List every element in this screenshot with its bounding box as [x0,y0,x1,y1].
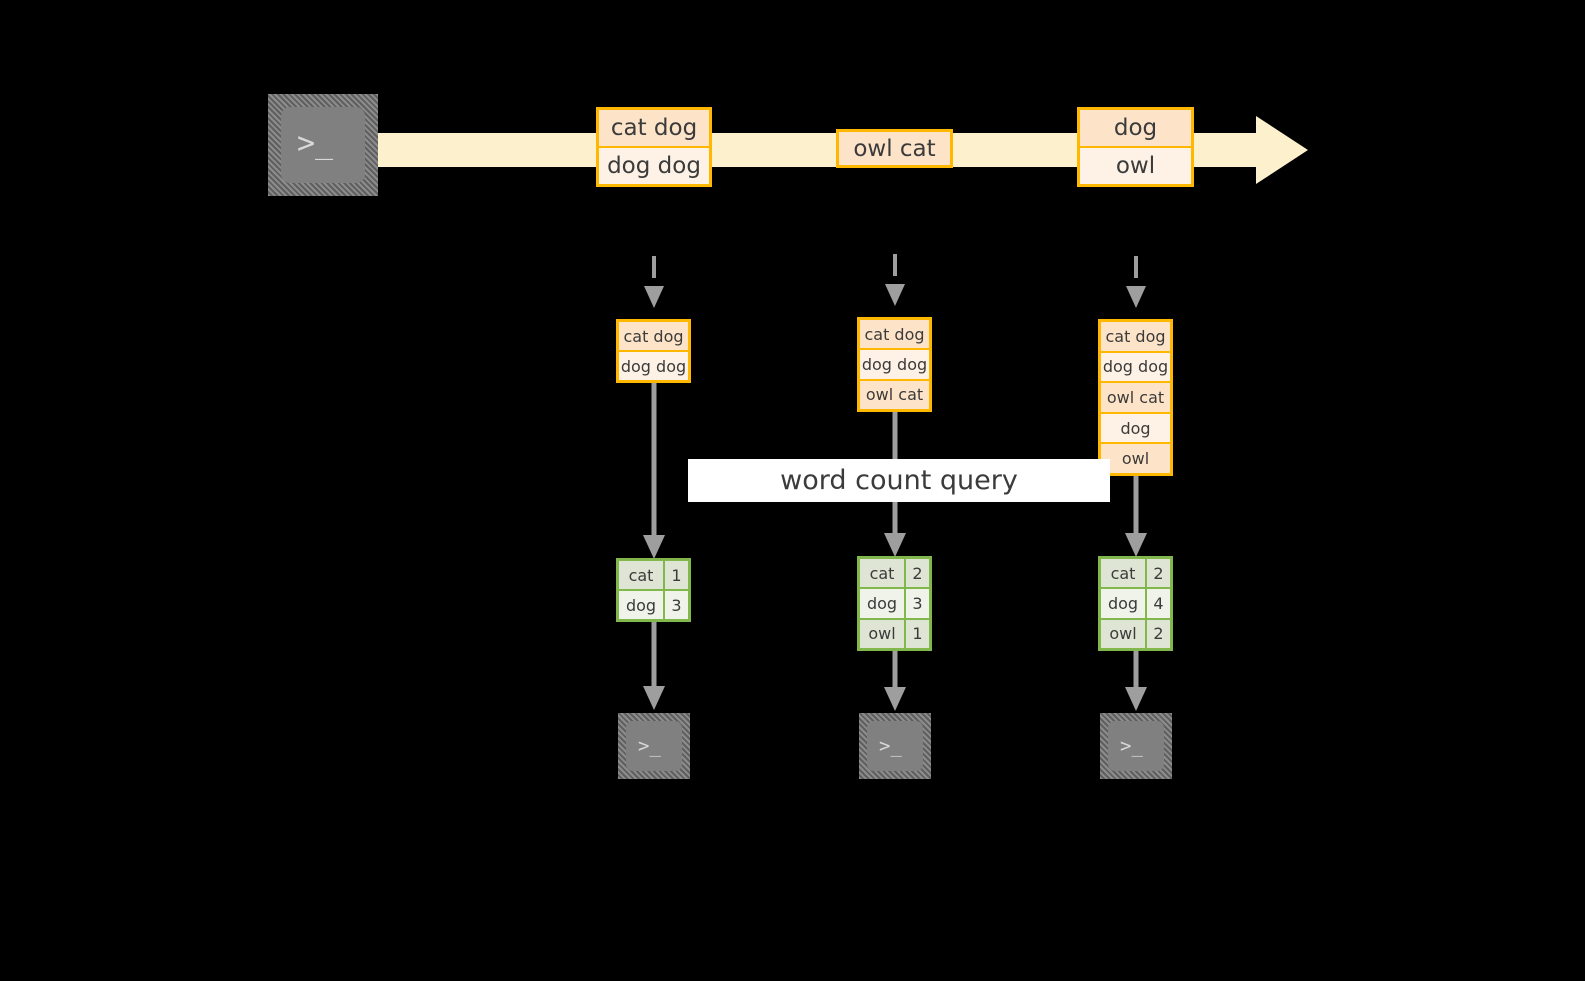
record-line: owl cat [839,132,950,165]
query-arrow-1 [641,383,667,561]
record-line: cat dog [599,110,709,146]
table-row: cat 2 [860,559,929,588]
table-row: dog 3 [619,591,688,619]
query-arrow-3 [1123,476,1149,559]
record-line: dog dog [599,148,709,184]
sink-terminal-icon-1: >_ [618,713,690,779]
result-word: owl [1101,619,1145,648]
result-count: 1 [906,619,929,648]
record-line: dog dog [860,350,929,379]
table-row: cat 2 [1101,559,1170,588]
table-row: dog 4 [1101,589,1170,618]
result-word: cat [619,561,663,589]
result-count: 2 [1147,619,1170,648]
result-count: 2 [1147,559,1170,588]
table-row: owl 1 [860,619,929,648]
dashed-down-arrow-1 [640,256,668,318]
snapshot-2-result-table: cat 2 dog 3 owl 1 [857,556,932,651]
record-line: owl cat [1101,383,1170,412]
result-count: 3 [906,589,929,618]
dashed-down-arrow-2 [881,254,909,316]
record-line: owl [1101,444,1170,473]
snapshot-3-input: cat dog dog dog owl cat dog owl [1098,319,1173,476]
snapshot-1-input: cat dog dog dog [616,319,691,383]
snapshot-3-result-table: cat 2 dog 4 owl 2 [1098,556,1173,651]
table-row: cat 1 [619,561,688,589]
stream-batch-3: dog owl [1077,107,1194,187]
record-line: dog dog [619,352,688,380]
record-line: dog dog [1101,352,1170,382]
result-count: 1 [665,561,688,589]
result-word: dog [860,589,904,618]
result-word: dog [1101,589,1145,618]
table-row: owl 2 [1101,619,1170,648]
snapshot-2-input: cat dog dog dog owl cat [857,317,932,412]
record-line: cat dog [619,322,688,350]
query-label: word count query [688,459,1110,502]
result-word: dog [619,591,663,619]
terminal-prompt-glyph: >_ [638,735,661,757]
result-count: 3 [665,591,688,619]
terminal-prompt-glyph: >_ [879,735,902,757]
sink-arrow-1 [641,622,667,712]
sink-terminal-icon-2: >_ [859,713,931,779]
record-line: dog [1080,110,1191,146]
dashed-down-arrow-3 [1122,256,1150,318]
result-count: 4 [1147,589,1170,618]
sink-arrow-2 [882,651,908,713]
sink-terminal-icon-3: >_ [1100,713,1172,779]
record-line: owl [1080,148,1191,184]
record-line: dog [1101,413,1170,443]
sink-arrow-3 [1123,651,1149,713]
terminal-body: >_ [626,721,682,771]
terminal-body: >_ [1108,721,1164,771]
table-row: dog 3 [860,589,929,618]
source-terminal-icon: >_ [268,94,378,196]
result-word: cat [1101,559,1145,588]
snapshot-1-result-table: cat 1 dog 3 [616,558,691,622]
terminal-prompt-glyph: >_ [1120,735,1143,757]
record-line: owl cat [860,380,929,409]
terminal-prompt-glyph: >_ [297,126,334,161]
record-line: cat dog [1101,322,1170,351]
result-word: cat [860,559,904,588]
stream-batch-2: owl cat [836,129,953,168]
result-count: 2 [906,559,929,588]
record-line: cat dog [860,320,929,349]
result-word: owl [860,619,904,648]
terminal-body: >_ [867,721,923,771]
stream-batch-1: cat dog dog dog [596,107,712,187]
terminal-body: >_ [281,107,365,183]
